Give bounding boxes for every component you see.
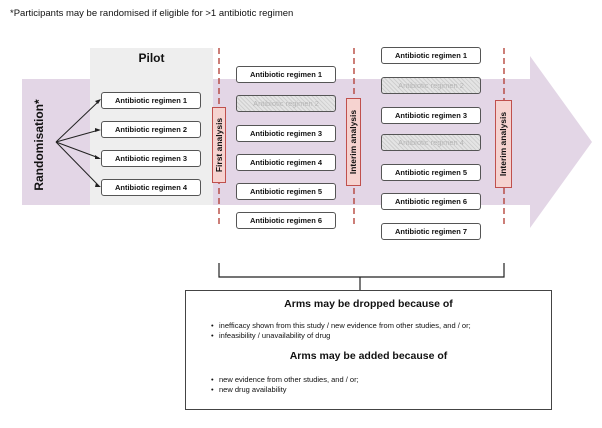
stage2-regimen-5: Antibiotic regimen 5 [236, 183, 336, 200]
interim-analysis-2-label: Interim analysis [498, 111, 508, 177]
stage3-regimen-4-dropped: Antibiotic regimen 4 [381, 134, 481, 151]
arrowheads [95, 99, 101, 187]
stage2-regimen-1: Antibiotic regimen 1 [236, 66, 336, 83]
interim-analysis-1-box [346, 98, 361, 186]
arms-info-box: Arms may be dropped because of inefficac… [185, 290, 552, 410]
dropped-reason-1: inefficacy shown from this study / new e… [211, 321, 471, 331]
pilot-regimen-4: Antibiotic regimen 4 [101, 179, 201, 196]
dropped-reasons-list: inefficacy shown from this study / new e… [211, 321, 471, 341]
first-analysis-box [212, 107, 226, 183]
added-heading: Arms may be added because of [289, 350, 448, 362]
added-reasons-list: new evidence from other studies, and / o… [211, 375, 359, 395]
dropped-heading: Arms may be dropped because of [284, 298, 453, 310]
stage3-regimen-1: Antibiotic regimen 1 [381, 47, 481, 64]
first-analysis-label: First analysis [214, 117, 224, 173]
stage3-regimen-6: Antibiotic regimen 6 [381, 193, 481, 210]
randomisation-label: Randomisation* [32, 99, 46, 191]
randomisation-arrows [55, 100, 100, 187]
interim-analysis-1-label: Interim analysis [348, 109, 358, 175]
dropped-reason-2: infeasibility / unavailability of drug [211, 331, 471, 341]
stage2-regimen-6: Antibiotic regimen 6 [236, 212, 336, 229]
added-reason-1: new evidence from other studies, and / o… [211, 375, 359, 385]
pilot-label: Pilot [138, 51, 165, 65]
stage3-regimen-5: Antibiotic regimen 5 [381, 164, 481, 181]
stage3-regimen-3: Antibiotic regimen 3 [381, 107, 481, 124]
stage3-regimen-7: Antibiotic regimen 7 [381, 223, 481, 240]
stage2-regimen-2-dropped: Antibiotic regimen 2 [236, 95, 336, 112]
pilot-regimen-1: Antibiotic regimen 1 [101, 92, 201, 109]
pilot-regimen-2: Antibiotic regimen 2 [101, 121, 201, 138]
stage2-regimen-4: Antibiotic regimen 4 [236, 154, 336, 171]
footnote: *Participants may be randomised if eligi… [10, 8, 294, 19]
interim-analysis-2-box [495, 100, 512, 188]
stage3-regimen-2-dropped: Antibiotic regimen 2 [381, 77, 481, 94]
added-reason-2: new drug availability [211, 385, 359, 395]
pilot-regimen-3: Antibiotic regimen 3 [101, 150, 201, 167]
analysis-bracket [218, 263, 505, 278]
stage2-regimen-3: Antibiotic regimen 3 [236, 125, 336, 142]
